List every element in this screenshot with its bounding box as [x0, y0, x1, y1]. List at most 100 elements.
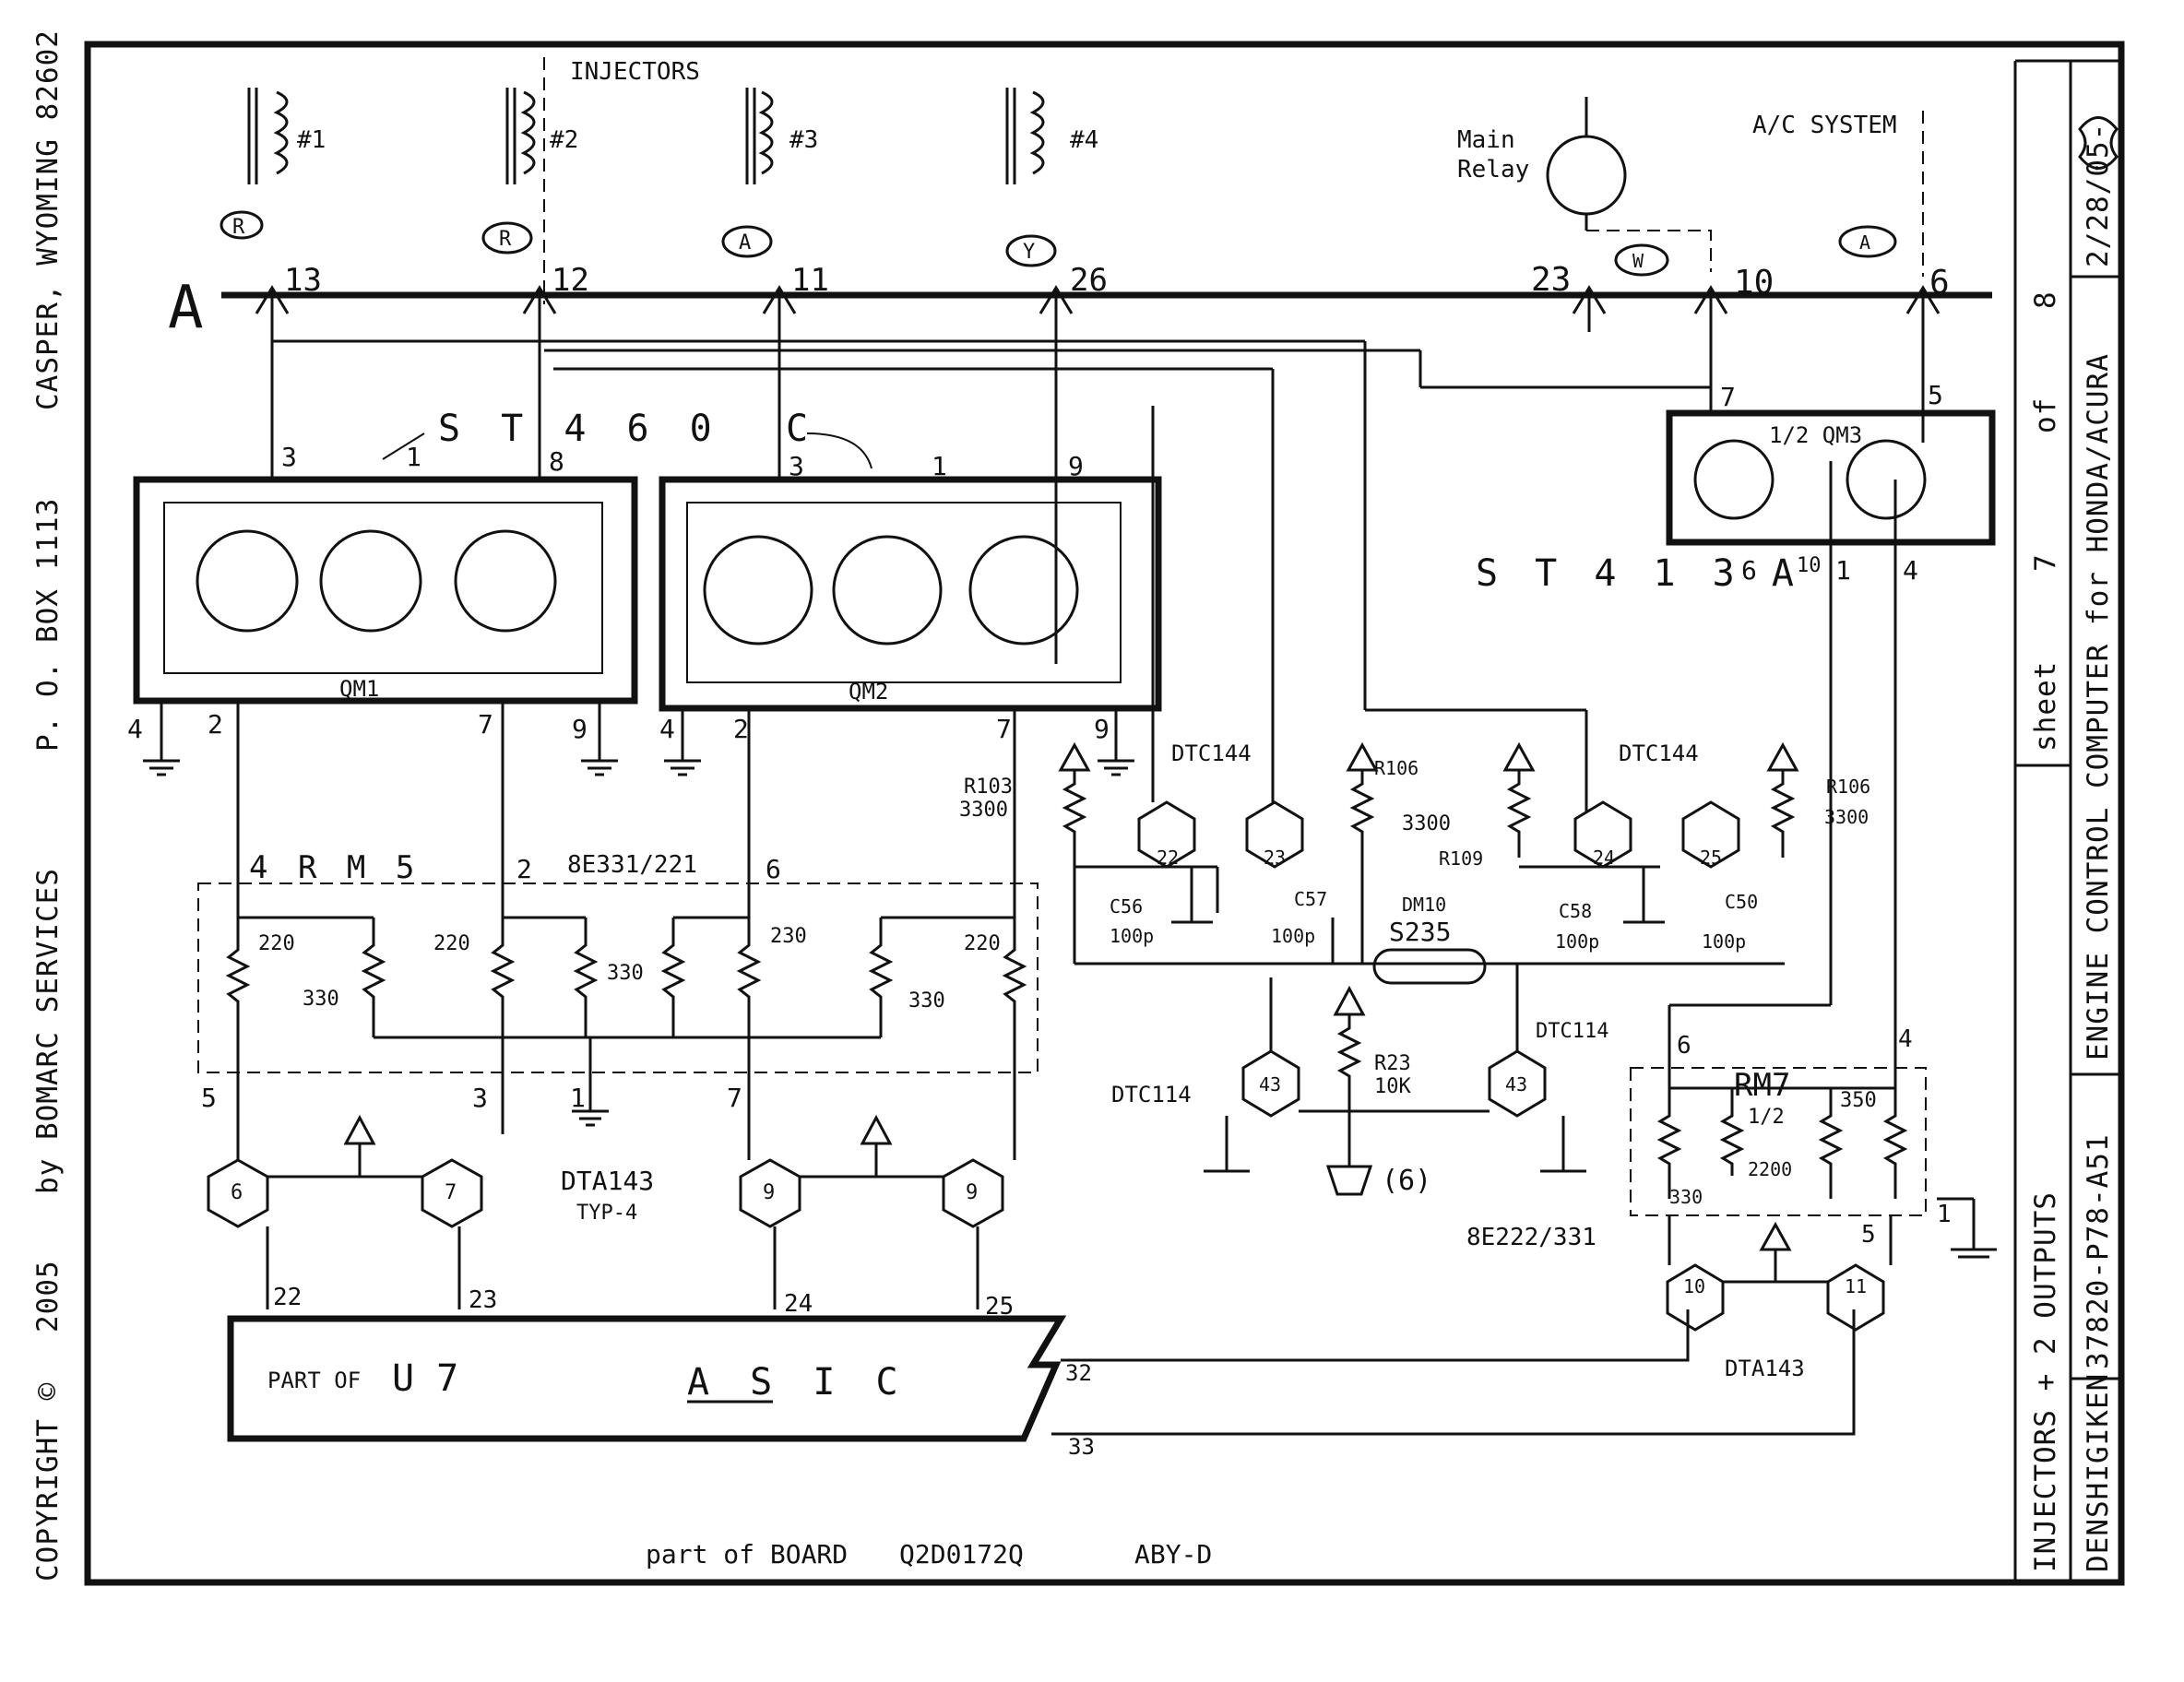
rm5-label: 4 R M 5: [249, 849, 420, 886]
company: by BOMARC SERVICES: [31, 868, 65, 1194]
schematic-label: 23: [469, 1286, 497, 1314]
schematic-label: (6): [1382, 1165, 1431, 1197]
part-number: 37820-P78-A51: [2082, 1133, 2115, 1369]
schematic-label: 100p: [1702, 930, 1746, 953]
schematic-label: C56: [1110, 895, 1143, 918]
schematic-label: 230: [770, 925, 807, 948]
ground-symbols: [143, 701, 1134, 776]
qm2-fet-1: [703, 535, 813, 646]
ac-pin-10: 10: [1734, 264, 1774, 302]
qm3-half: 1/2 QM3: [1769, 422, 1862, 448]
injector-2-label: #2: [550, 126, 578, 154]
schematic-label: 24: [1593, 847, 1615, 869]
schematic-label: 3: [789, 451, 804, 481]
relay-line1: Main: [1457, 126, 1515, 154]
schematic-label: 100p: [1110, 925, 1154, 947]
schematic-label: 1: [406, 442, 421, 472]
schematic-label: DTC114: [1536, 1020, 1608, 1043]
qm2-fet-2: [832, 535, 943, 646]
schematic-label: 330: [607, 962, 644, 985]
ac-pin-6: 6: [1929, 264, 1950, 302]
schematic-label: 350: [1840, 1089, 1877, 1112]
sheet-total: 8: [2029, 290, 2062, 309]
schematic-label: 24: [784, 1290, 813, 1318]
rm7-resistors: [1656, 461, 1997, 1332]
schematic-label: 6: [1741, 555, 1757, 586]
schematic-label: 330: [303, 988, 339, 1011]
connector-letter: A: [168, 274, 204, 342]
footer-board-text: part of BOARD: [646, 1539, 848, 1569]
schematic-label: 33: [1068, 1434, 1095, 1460]
schematic-label: 7: [727, 1083, 742, 1113]
schematic-label: 4: [1903, 555, 1918, 586]
schematic-label: 220: [258, 932, 295, 955]
wire-color-4: Y: [1023, 241, 1035, 264]
relay-wire: W: [1632, 250, 1644, 272]
schematic-label: 6: [766, 854, 781, 884]
schematic-label: 9: [1068, 451, 1084, 481]
sheet-num: 7: [2029, 553, 2062, 572]
copyright-year: 2005: [31, 1260, 65, 1333]
of-label: of: [2029, 397, 2062, 433]
rm5-part: 8E331/221: [567, 851, 697, 879]
injector-2: #2: [505, 88, 578, 184]
footer-rev: ABY-D: [1134, 1539, 1212, 1569]
schematic-label: 330: [908, 989, 945, 1013]
schematic-label: 220: [964, 932, 1001, 955]
main-relay: [1546, 135, 1627, 216]
schematic-label: 9: [763, 1181, 775, 1204]
qm1-fet-2: [319, 529, 422, 633]
asic-part: PART OF: [267, 1368, 361, 1393]
schematic-label: 7: [1720, 382, 1736, 412]
schematic-label: 5: [201, 1083, 217, 1113]
schematic-label: 2: [516, 854, 532, 884]
schematic-label: 9: [1094, 714, 1110, 744]
schematic-label: R23: [1374, 1052, 1411, 1075]
schematic-label: 4: [659, 714, 675, 744]
schematic-label: 330: [1669, 1186, 1703, 1208]
pin-26: 26: [1070, 262, 1108, 299]
relay-line2: Relay: [1457, 156, 1529, 184]
st460-label: S T 4 6 0: [438, 408, 721, 450]
schematic-label: 43: [1259, 1073, 1281, 1096]
qm1-fet-3: [454, 529, 557, 633]
schematic-label: 32: [1065, 1360, 1092, 1386]
schematic-label: 9: [572, 714, 588, 744]
ac-system-label: A/C SYSTEM: [1752, 112, 1897, 139]
schematic-label: 5: [1928, 380, 1943, 410]
injector-4-label: #4: [1070, 126, 1098, 154]
schematic-label: R106: [1374, 757, 1418, 779]
pin-12: 12: [552, 262, 589, 299]
injector-1-label: #1: [297, 126, 326, 154]
footer-board-id: Q2D0172Q: [899, 1539, 1024, 1569]
copyright: COPYRIGHT ©: [31, 1382, 65, 1581]
schematic-label: 100p: [1555, 930, 1599, 953]
pin-11: 11: [791, 262, 829, 299]
schematic-label: 25: [985, 1293, 1014, 1321]
qm2-label: QM2: [849, 679, 888, 705]
schematic-label: S235: [1389, 917, 1451, 947]
asic-block: [227, 1315, 1067, 1442]
outer-frame: [84, 41, 2125, 1586]
schematic-label: 10: [1797, 554, 1822, 577]
schematic-label: 1: [570, 1083, 586, 1113]
injector-3: #3: [745, 88, 818, 184]
dtc114-network: [1204, 964, 1586, 1196]
schematic-label: 9: [966, 1181, 978, 1204]
st413-label: S T 4 1 3 A: [1476, 552, 1801, 595]
schematic-label: 10K: [1374, 1075, 1411, 1098]
schematic-label: 3300: [959, 799, 1008, 822]
schematic-label: 7: [445, 1181, 457, 1204]
schematic-label: 43: [1505, 1073, 1527, 1096]
wire-color-1: R: [232, 216, 245, 239]
relay-pin: 23: [1531, 261, 1571, 299]
schematic-label: 2: [733, 714, 749, 744]
bomarc-logo-icon: [2078, 116, 2119, 170]
schematic-label: 1: [932, 451, 947, 481]
dta143-label: DTA143: [561, 1166, 654, 1196]
schematic-label: R109: [1439, 847, 1483, 870]
schematic-label: 22: [273, 1284, 302, 1311]
schematic-label: 22: [1157, 847, 1179, 869]
schematic-label: 7: [478, 709, 493, 740]
